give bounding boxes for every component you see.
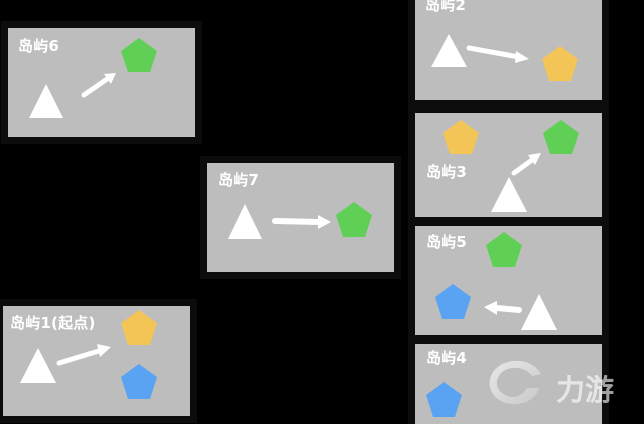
green-pentagon-icon [486,232,522,267]
island-3-scene [443,120,579,212]
island-2-card[interactable]: 岛屿2 [415,0,602,100]
white-triangle-icon [228,204,262,239]
arrow-icon [81,74,113,98]
island-2-scene [431,34,578,81]
arrow-icon [466,45,522,60]
arrow-head-icon [104,73,116,84]
arrow-head-icon [484,301,497,315]
white-triangle-icon [491,177,527,212]
island-7-label: 岛屿7 [218,171,260,189]
green-pentagon-icon [336,202,372,237]
yellow-pentagon-icon [542,46,578,81]
island-1-start-card[interactable]: 岛屿1(起点) [3,306,190,416]
green-pentagon-icon [121,38,157,72]
arrow-icon [56,348,102,366]
island-5-label: 岛屿5 [426,233,468,251]
blue-pentagon-icon [121,364,157,399]
watermark-emblem-icon [489,360,541,405]
green-pentagon-icon [543,120,579,154]
arrow-icon [511,157,535,176]
white-triangle-icon [431,34,467,67]
arrow-icon [272,218,322,225]
island-5-scene [435,232,557,330]
watermark-text: 力游 [556,373,614,407]
blue-pentagon-icon [435,284,471,319]
white-triangle-icon [20,348,56,383]
arrow-head-icon [515,51,529,63]
white-triangle-icon [29,84,63,118]
island-7-card[interactable]: 岛屿7 [207,163,394,272]
island-5-card[interactable]: 岛屿5 [415,226,602,335]
yellow-pentagon-icon [121,310,157,345]
watermark-logo: 力游 [489,360,614,407]
white-triangle-icon [521,294,557,330]
game-screenshot: { "colors": { "panel": "#bdbdbd", "backg… [3,0,644,424]
arrow-head-icon [528,153,541,165]
island-4-label: 岛屿4 [426,349,468,367]
watermark: 力游 [454,340,644,410]
island-1-label: 岛屿1(起点) [10,314,96,332]
arrow-head-icon [318,215,331,229]
island-6-scene [29,38,157,118]
blue-pentagon-icon [426,382,462,417]
yellow-pentagon-icon [443,120,479,154]
island-4-scene [426,382,462,417]
island-3-label: 岛屿3 [426,163,468,181]
arrow-icon [494,305,522,313]
island-2-label: 岛屿2 [425,0,467,14]
island-3-card[interactable]: 岛屿3 [415,113,602,217]
island-6-label: 岛屿6 [18,37,60,55]
island-1-scene [20,310,157,399]
arrow-head-icon [97,344,111,357]
island-7-scene [228,202,372,239]
island-6-card[interactable]: 岛屿6 [8,28,195,137]
